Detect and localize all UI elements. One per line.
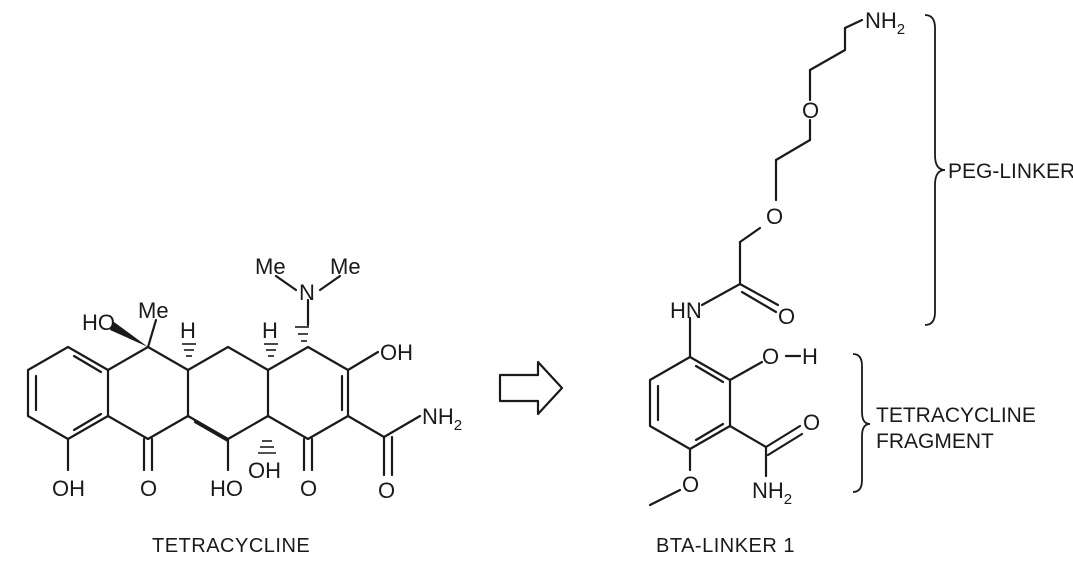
bta-linker-structure: NH2 O O HN O O H O NH2 O BTA-LINKER 1: [648, 8, 905, 557]
o-ether1-label: O: [802, 98, 819, 123]
o-amide-label: O: [803, 410, 820, 435]
me-left-label: Me: [255, 254, 286, 279]
o-c11-label: O: [140, 476, 157, 501]
tetracycline-fragment-brace: TETRACYCLINE FRAGMENT: [852, 353, 1036, 493]
oh-c10-label: OH: [52, 476, 85, 501]
peg-linker-brace: PEG-LINKER: [924, 14, 1073, 326]
tetracycline-fragment-label-line2: FRAGMENT: [876, 430, 994, 453]
hollow-right-arrow-icon: [498, 360, 564, 416]
h-5a-label: H: [180, 318, 196, 343]
n-dimethyl-label: N: [299, 280, 315, 305]
oh-c12a-label: OH: [248, 458, 281, 483]
nh2-amide-label: NH2: [422, 404, 462, 434]
bta-linker-caption: BTA-LINKER 1: [656, 535, 795, 557]
o-carbonyl-label: O: [778, 304, 795, 329]
me-c6-label: Me: [138, 298, 169, 323]
peg-linker-label: PEG-LINKER: [948, 160, 1073, 183]
o-c1-label: O: [300, 476, 317, 501]
o-phenol-label: O: [762, 344, 779, 369]
o-methoxy-label: O: [682, 472, 699, 497]
ho-left-label: HO: [82, 310, 115, 335]
oh-c3-label: OH: [380, 340, 413, 365]
tetracycline-structure: Me Me N HO Me H H OH NH2 O OH O HO OH O …: [26, 254, 462, 557]
o-ether2-label: O: [766, 204, 783, 229]
tetracycline-caption: TETRACYCLINE: [152, 535, 310, 557]
o-amide-label: O: [378, 478, 395, 503]
h-4a-label: H: [262, 318, 278, 343]
tetracycline-fragment-label-line1: TETRACYCLINE: [876, 404, 1036, 427]
h-phenol-label: H: [802, 344, 818, 369]
me-right-label: Me: [330, 254, 361, 279]
ho-c12-label: HO: [210, 476, 243, 501]
nh2-amide-label: NH2: [752, 478, 792, 508]
hn-label: HN: [670, 298, 702, 323]
nh2-top-label: NH2: [865, 8, 905, 38]
